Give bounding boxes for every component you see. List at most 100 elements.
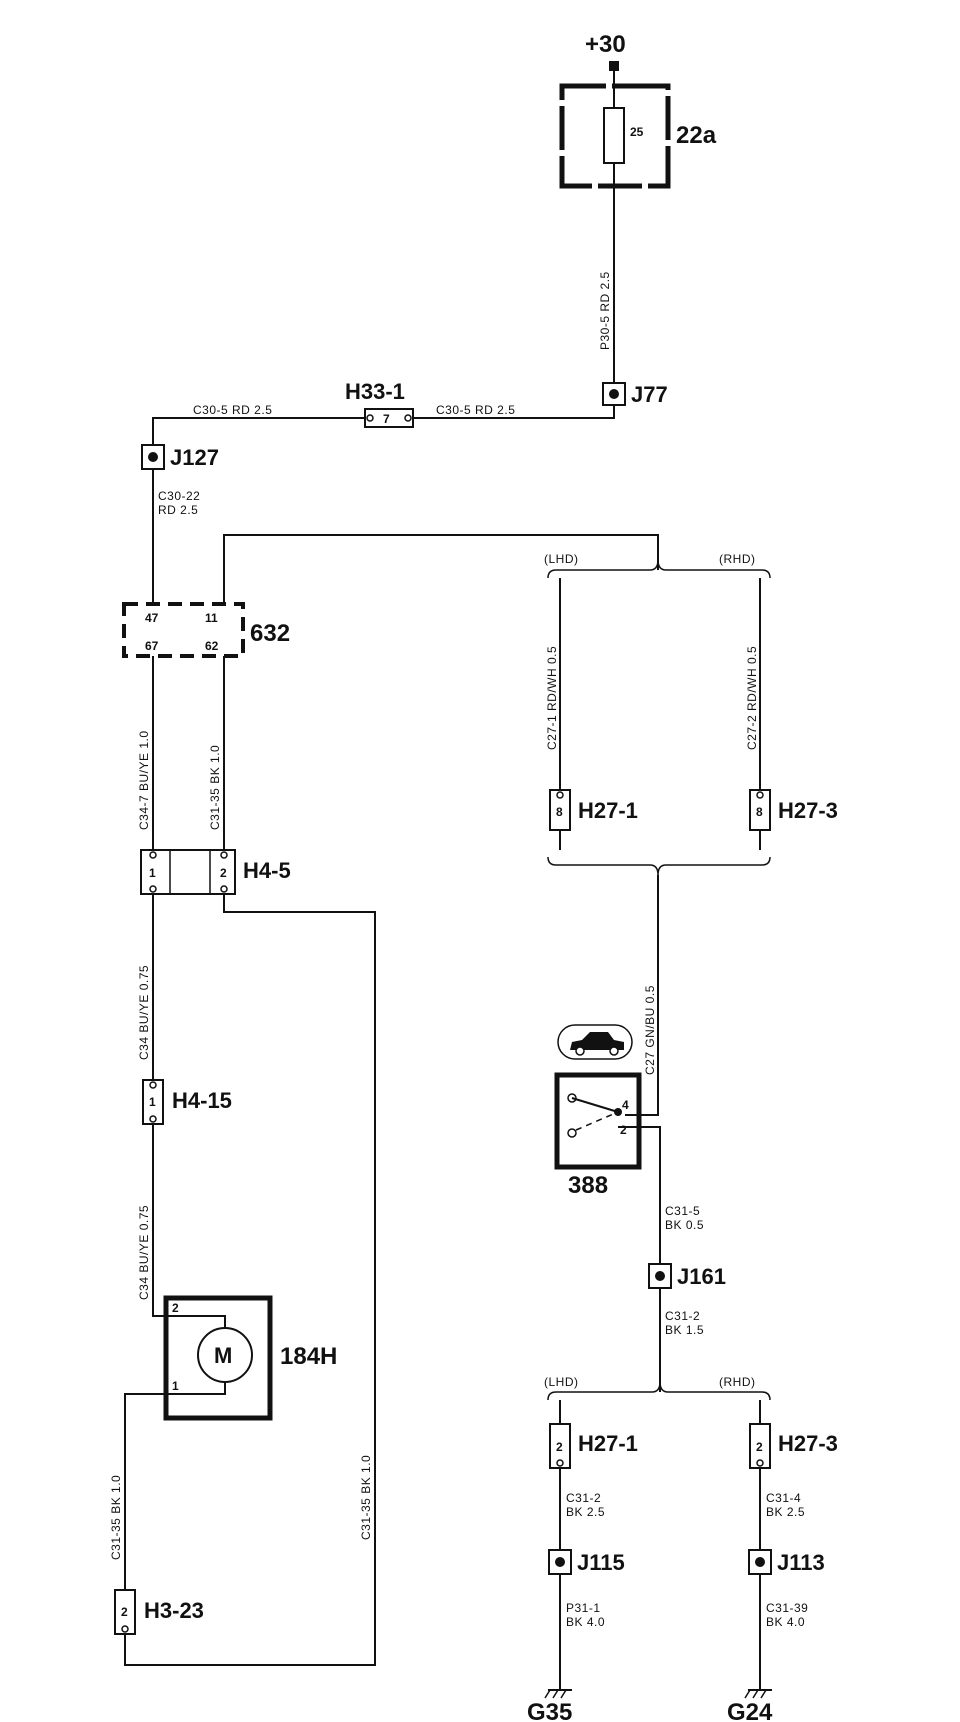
connector-h27-1-bottom-label: H27-1 bbox=[578, 1431, 638, 1456]
wire-c34-b bbox=[152, 1124, 170, 1317]
wire-label-p31-1-1: P31-1 bbox=[566, 1601, 601, 1615]
wire-label-c30-22-1: C30-22 bbox=[158, 489, 200, 503]
variant-rhd-bottom: (RHD) bbox=[719, 1375, 756, 1389]
module-632-pin-62: 62 bbox=[205, 639, 219, 653]
connector-h3-23: 2 H3-23 bbox=[114, 1589, 204, 1635]
wire-c31-35-left bbox=[124, 1393, 170, 1590]
wire-c31-5 bbox=[625, 1126, 661, 1264]
connector-h33-1-pin: 7 bbox=[383, 412, 390, 426]
fuse-id: 22a bbox=[676, 122, 717, 149]
splice-j127: J127 bbox=[141, 444, 219, 470]
switch-388-pin-4: 4 bbox=[622, 1098, 629, 1112]
module-632-pin-47: 47 bbox=[145, 611, 159, 625]
variant-rhd-top: (RHD) bbox=[719, 552, 756, 566]
wire-c30-5-right bbox=[410, 405, 615, 419]
variant-brace-bottom: (LHD) (RHD) bbox=[544, 1375, 771, 1401]
splice-j115: J115 bbox=[548, 1549, 625, 1575]
wire-label-c31-39-2: BK 4.0 bbox=[766, 1615, 805, 1629]
ground-symbol-g35 bbox=[544, 1689, 572, 1699]
wire-label-p31-1-2: BK 4.0 bbox=[566, 1615, 605, 1629]
wire-c30-5-left bbox=[152, 417, 365, 445]
fuse-rating: 25 bbox=[630, 125, 644, 139]
switch-388: 4 2 388 bbox=[554, 1072, 642, 1199]
connector-h27-3-bottom-label: H27-3 bbox=[778, 1431, 838, 1456]
wire-label-c30-22-2: RD 2.5 bbox=[158, 503, 198, 517]
motor-pin-2: 2 bbox=[172, 1301, 179, 1315]
connector-h27-1-top-label: H27-1 bbox=[578, 798, 638, 823]
splice-j113-label: J113 bbox=[777, 1550, 825, 1575]
ground-g35-label: G35 bbox=[527, 1699, 572, 1722]
wire-label-c27-1: C27-1 RD/WH 0.5 bbox=[545, 646, 559, 750]
module-632-label: 632 bbox=[250, 620, 290, 647]
connector-h4-5-pin-1: 1 bbox=[149, 866, 156, 880]
connector-h27-3-top-label: H27-3 bbox=[778, 798, 838, 823]
wire-label-c27-2: C27-2 RD/WH 0.5 bbox=[745, 646, 759, 750]
connector-h4-5: 1 2 H4-5 bbox=[140, 849, 291, 895]
supply-terminal bbox=[609, 61, 619, 71]
connector-h27-1-bottom-pin: 2 bbox=[556, 1440, 563, 1454]
connector-h27-1-top-pin: 8 bbox=[556, 805, 563, 819]
connector-h27-3-bottom: 2 H27-3 bbox=[749, 1423, 838, 1469]
fuse-box-22a: 25 22a bbox=[559, 83, 717, 189]
module-632-pin-11: 11 bbox=[205, 611, 218, 625]
splice-j115-label: J115 bbox=[577, 1550, 625, 1575]
motor-symbol: M bbox=[214, 1343, 232, 1368]
splice-j161: J161 bbox=[648, 1263, 726, 1289]
wire-label-c31-39-1: C31-39 bbox=[766, 1601, 808, 1615]
wire-c31-35-right bbox=[124, 894, 376, 1666]
wire-632-to-h27-top bbox=[223, 534, 659, 604]
ground-g24-label: G24 bbox=[727, 1699, 773, 1722]
splice-j77-label: J77 bbox=[631, 382, 668, 407]
connector-h3-23-pin: 2 bbox=[121, 1605, 128, 1619]
wire-label-c31-2a-1: C31-2 bbox=[665, 1309, 700, 1323]
module-632-pin-67: 67 bbox=[145, 639, 159, 653]
connector-h27-1-bottom: 2 H27-1 bbox=[549, 1423, 638, 1469]
wire-label-c31-35-top: C31-35 BK 1.0 bbox=[208, 745, 222, 830]
wire-label-c27: C27 GN/BU 0.5 bbox=[643, 985, 657, 1075]
wire-label-c30-5-left: C30-5 RD 2.5 bbox=[193, 403, 272, 417]
connector-h4-5-pin-2: 2 bbox=[220, 866, 227, 880]
connector-h27-3-top-pin: 8 bbox=[756, 805, 763, 819]
variant-lhd-bottom: (LHD) bbox=[544, 1375, 579, 1389]
wire-label-c31-4-1: C31-4 bbox=[766, 1491, 801, 1505]
fuse-25 bbox=[603, 107, 625, 164]
connector-h4-15-pin: 1 bbox=[149, 1095, 156, 1109]
wire-label-c31-5-2: BK 0.5 bbox=[665, 1218, 704, 1232]
module-632: 47 11 67 62 632 bbox=[122, 602, 290, 658]
connector-h33-1: 7 H33-1 bbox=[345, 379, 414, 428]
wire-label-c31-2b-2: BK 2.5 bbox=[566, 1505, 605, 1519]
variant-brace-top: (LHD) (RHD) bbox=[544, 552, 771, 579]
connector-h4-15-label: H4-15 bbox=[172, 1088, 232, 1113]
connector-h4-5-label: H4-5 bbox=[243, 858, 291, 883]
motor-184h: M 2 1 184H bbox=[163, 1295, 337, 1421]
splice-j161-label: J161 bbox=[677, 1264, 726, 1289]
splice-j127-label: J127 bbox=[170, 445, 219, 470]
switch-388-label: 388 bbox=[568, 1172, 608, 1199]
wire-label-c31-35-right: C31-35 BK 1.0 bbox=[359, 1455, 373, 1540]
connector-h3-23-label: H3-23 bbox=[144, 1598, 204, 1623]
wire-label-c34-a: C34 BU/YE 0.75 bbox=[137, 965, 151, 1060]
splice-j113: J113 bbox=[748, 1549, 825, 1575]
variant-lhd-top: (LHD) bbox=[544, 552, 579, 566]
connector-h33-1-label: H33-1 bbox=[345, 379, 405, 404]
car-icon bbox=[557, 1024, 633, 1060]
wire-label-c31-2a-2: BK 1.5 bbox=[665, 1323, 704, 1337]
connector-h27-3-top: 8 H27-3 bbox=[749, 789, 838, 831]
wire-label-c34-b: C34 BU/YE 0.75 bbox=[137, 1205, 151, 1300]
wire-label-c30-5-right: C30-5 RD 2.5 bbox=[436, 403, 515, 417]
wire-c27 bbox=[625, 875, 659, 1116]
wire-label-c31-2b-1: C31-2 bbox=[566, 1491, 601, 1505]
switch-388-pin-2: 2 bbox=[620, 1123, 627, 1137]
connector-h27-1-top: 8 H27-1 bbox=[549, 789, 638, 831]
wire-label-c31-5-1: C31-5 bbox=[665, 1204, 700, 1218]
motor-pin-1: 1 bbox=[172, 1379, 179, 1393]
wire-label-p30-5: P30-5 RD 2.5 bbox=[598, 271, 612, 350]
wire-label-c31-4-2: BK 2.5 bbox=[766, 1505, 805, 1519]
ground-symbol-g24 bbox=[744, 1689, 772, 1699]
wire-label-c34-7: C34-7 BU/YE 1.0 bbox=[137, 730, 151, 830]
splice-j77: J77 bbox=[602, 382, 668, 407]
wire-label-c31-35-left: C31-35 BK 1.0 bbox=[109, 1475, 123, 1560]
variant-brace-middle bbox=[547, 856, 771, 876]
connector-h4-15: 1 H4-15 bbox=[142, 1079, 232, 1125]
